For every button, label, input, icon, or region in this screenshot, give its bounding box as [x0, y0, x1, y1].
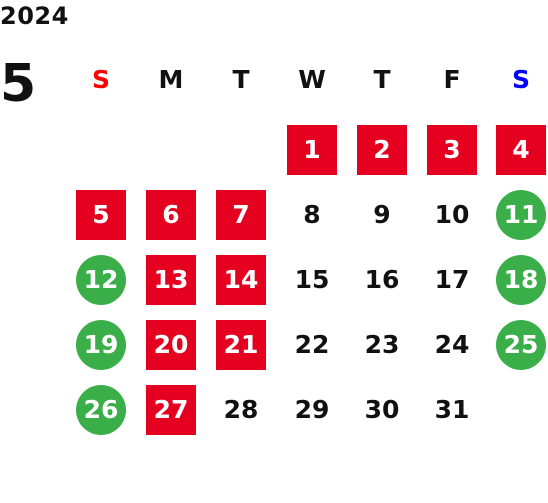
day-cell-7: 7	[216, 190, 266, 240]
weekday-header-thu: T	[373, 65, 391, 94]
day-cell-30: 30	[364, 395, 400, 424]
day-cell-14: 14	[216, 255, 266, 305]
day-cell-20: 20	[146, 320, 196, 370]
day-cell-11: 11	[496, 190, 546, 240]
day-cell-1: 1	[287, 125, 337, 175]
day-cell-21: 21	[216, 320, 266, 370]
day-cell-22: 22	[294, 330, 330, 359]
weekday-header-wed: W	[298, 65, 326, 94]
weekday-header-mon: M	[158, 65, 184, 94]
weekday-header-fri: F	[443, 65, 461, 94]
weekday-header-tue: T	[232, 65, 250, 94]
day-cell-31: 31	[434, 395, 470, 424]
year-label: 2024	[0, 2, 69, 30]
day-cell-3: 3	[427, 125, 477, 175]
day-cell-18: 18	[496, 255, 546, 305]
day-cell-24: 24	[434, 330, 470, 359]
day-cell-12: 12	[76, 255, 126, 305]
weekday-header-sun: S	[91, 65, 110, 94]
month-number: 5	[0, 54, 37, 114]
day-cell-28: 28	[223, 395, 259, 424]
day-cell-8: 8	[303, 200, 321, 229]
day-cell-16: 16	[364, 265, 400, 294]
day-cell-6: 6	[146, 190, 196, 240]
day-cell-17: 17	[434, 265, 470, 294]
day-cell-2: 2	[357, 125, 407, 175]
day-cell-10: 10	[434, 200, 470, 229]
day-cell-9: 9	[373, 200, 391, 229]
day-cell-19: 19	[76, 320, 126, 370]
day-cell-13: 13	[146, 255, 196, 305]
day-cell-4: 4	[496, 125, 546, 175]
day-cell-15: 15	[294, 265, 330, 294]
day-cell-25: 25	[496, 320, 546, 370]
day-cell-23: 23	[364, 330, 400, 359]
day-cell-27: 27	[146, 385, 196, 435]
day-cell-5: 5	[76, 190, 126, 240]
day-cell-29: 29	[294, 395, 330, 424]
weekday-header-sat: S	[511, 65, 530, 94]
day-cell-26: 26	[76, 385, 126, 435]
